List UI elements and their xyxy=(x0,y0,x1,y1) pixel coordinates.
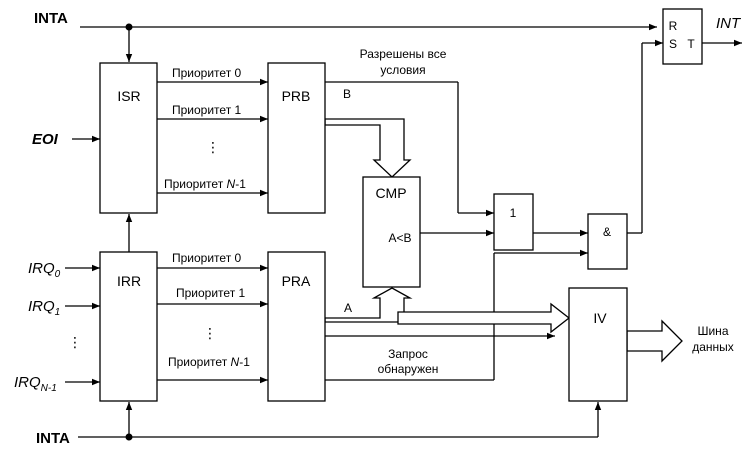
block-labels: ISR IRR PRB PRA CMP A<B B A 1 & IV R S T xyxy=(117,19,695,326)
isr-label: ISR xyxy=(117,88,140,104)
isr-prio-1-label: Приоритет 1 xyxy=(172,103,242,117)
iv-label: IV xyxy=(593,310,607,326)
data-bus-line1: Шина xyxy=(697,324,728,338)
isr-prio-n-label: Приоритет N-1 xyxy=(164,177,246,191)
prb-block xyxy=(267,62,326,214)
irr-prio-vdots: ⋮ xyxy=(203,325,217,341)
irr-prio-0-label: Приоритет 0 xyxy=(172,251,242,265)
inta-top-label: INTA xyxy=(34,10,68,27)
blocks xyxy=(99,8,703,402)
prb-port-b-label: B xyxy=(343,87,351,101)
prb-label: PRB xyxy=(282,88,311,104)
rs-trigger xyxy=(662,8,703,65)
bus-arrows xyxy=(324,118,683,363)
cmp-output-label: A<B xyxy=(388,231,411,245)
pra-port-a-label: A xyxy=(344,301,352,315)
rs-t-label: T xyxy=(687,37,695,51)
isr-block xyxy=(99,62,158,214)
rs-r-label: R xyxy=(669,19,678,33)
and-gate-label: & xyxy=(603,225,611,239)
irr-prio-n-label: Приоритет N-1 xyxy=(168,355,250,369)
data-bus-arrow xyxy=(626,319,683,363)
irr-prio-1-label: Приоритет 1 xyxy=(176,286,246,300)
iv-block xyxy=(568,287,628,402)
irr-block xyxy=(99,251,158,402)
irqn-label: IRQN-1 xyxy=(14,374,57,394)
isr-prio-0-label: Приоритет 0 xyxy=(172,66,242,80)
irr-label: IRR xyxy=(117,273,141,289)
int-label: INT xyxy=(716,15,742,32)
priority-labels: Приоритет 0 Приоритет 1 Приоритет N-1 Пр… xyxy=(164,66,250,369)
pra-label: PRA xyxy=(282,273,311,289)
eoi-label: EOI xyxy=(32,131,59,148)
wires xyxy=(65,23,742,441)
pra-to-iv-bus-arrow xyxy=(397,302,571,334)
request-detected-line2: обнаружен xyxy=(378,362,439,376)
annotations: Разрешены все условия Запрос обнаружен Ш… xyxy=(360,47,734,376)
cmp-label: CMP xyxy=(375,185,406,201)
cmp-block xyxy=(362,176,421,288)
all-allowed-line2: условия xyxy=(380,63,425,77)
or-gate xyxy=(493,193,534,251)
signal-labels: INTA INTA EOI INT IRQ0 IRQ1 IRQN-1 ⋮ ⋮ ⋮ xyxy=(14,10,742,447)
request-detected-line1: Запрос xyxy=(388,347,428,361)
prb-to-cmp-bus-arrow xyxy=(324,118,412,178)
pra-to-cmp-bus-arrow xyxy=(324,287,413,323)
all-allowed-line1: Разрешены все xyxy=(360,47,447,61)
or-gate-label: 1 xyxy=(510,206,517,220)
irq1-label: IRQ1 xyxy=(28,298,60,318)
inta-bottom-label: INTA xyxy=(36,430,70,447)
isr-prio-vdots: ⋮ xyxy=(206,139,220,155)
irq0-label: IRQ0 xyxy=(28,260,61,280)
pra-block xyxy=(267,251,326,402)
data-bus-line2: данных xyxy=(692,340,734,354)
irq-vdots: ⋮ xyxy=(68,334,82,350)
rs-s-label: S xyxy=(669,37,677,51)
and-gate xyxy=(587,213,628,270)
